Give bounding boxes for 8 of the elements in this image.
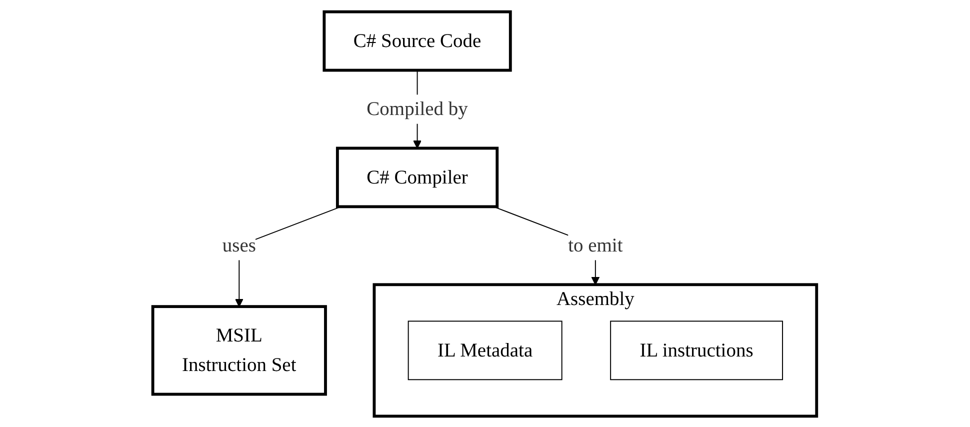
node-box: C# Source Code [323,10,512,72]
edge-label: to emit [568,234,624,256]
edge-label: Compiled by [366,98,468,120]
edge-label: uses [222,234,256,256]
node-box: C# Compiler [336,146,499,208]
node-box: MSIL Instruction Set [152,304,328,396]
node-box: IL instructions [610,320,784,380]
node-box: IL Metadata [408,320,563,380]
